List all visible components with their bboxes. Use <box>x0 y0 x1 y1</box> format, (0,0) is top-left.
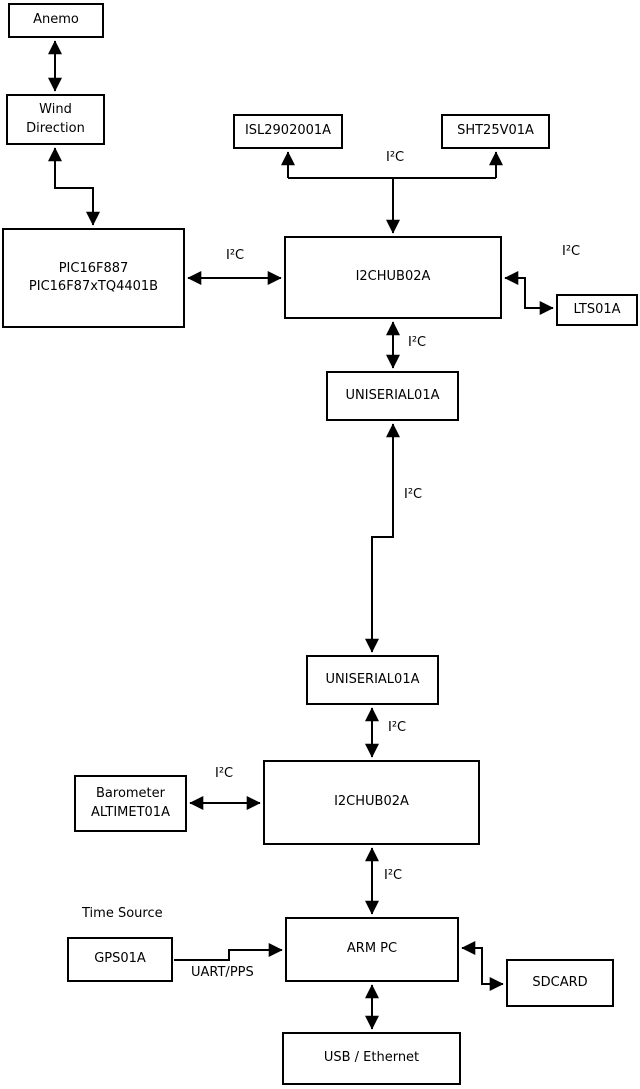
i2c-hub-upper-block: I2CHUB02A <box>284 236 502 319</box>
uart-pps-label: UART/PPS <box>191 965 254 980</box>
connector-gps-armpc <box>174 943 283 961</box>
time-source-label: Time Source <box>82 906 163 921</box>
isl-sensor-block: ISL2902001A <box>233 114 343 149</box>
i2c-label-hub-uniserial: I²C <box>408 335 427 350</box>
arm-pc-block: ARM PC <box>285 917 459 982</box>
i2c-label-uniserial-hub: I²C <box>388 720 407 735</box>
usb-ethernet-block: USB / Ethernet <box>282 1032 461 1085</box>
connector-armpc-sdcard <box>461 941 504 991</box>
barometer-block: Barometer ALTIMET01A <box>74 775 187 832</box>
anemo-block: Anemo <box>8 3 104 38</box>
gps-block: GPS01A <box>67 937 173 982</box>
i2c-label-hub-armpc: I²C <box>384 868 403 883</box>
i2c-label-hub-lts: I²C <box>562 244 581 259</box>
uniserial-upper-block: UNISERIAL01A <box>326 371 459 421</box>
connector-hub1-lts <box>504 271 554 315</box>
connector-wind-pic <box>48 147 100 226</box>
pic-microcontroller-block: PIC16F887 PIC16F87xTQ4401B <box>2 228 185 328</box>
wind-direction-block: Wind Direction <box>6 94 105 145</box>
connector-uniserial1-uniserial2 <box>365 423 400 653</box>
i2c-label-barometer-hub: I²C <box>215 766 234 781</box>
sht-sensor-block: SHT25V01A <box>441 114 550 149</box>
uniserial-lower-block: UNISERIAL01A <box>306 655 439 705</box>
i2c-label-pic-hub: I²C <box>226 248 245 263</box>
i2c-label-sensor-bus: I²C <box>386 150 405 165</box>
i2c-hub-lower-block: I2CHUB02A <box>263 760 480 845</box>
i2c-label-uniserial-link: I²C <box>404 487 423 502</box>
lts-sensor-block: LTS01A <box>556 294 638 326</box>
sdcard-block: SDCARD <box>506 959 614 1007</box>
